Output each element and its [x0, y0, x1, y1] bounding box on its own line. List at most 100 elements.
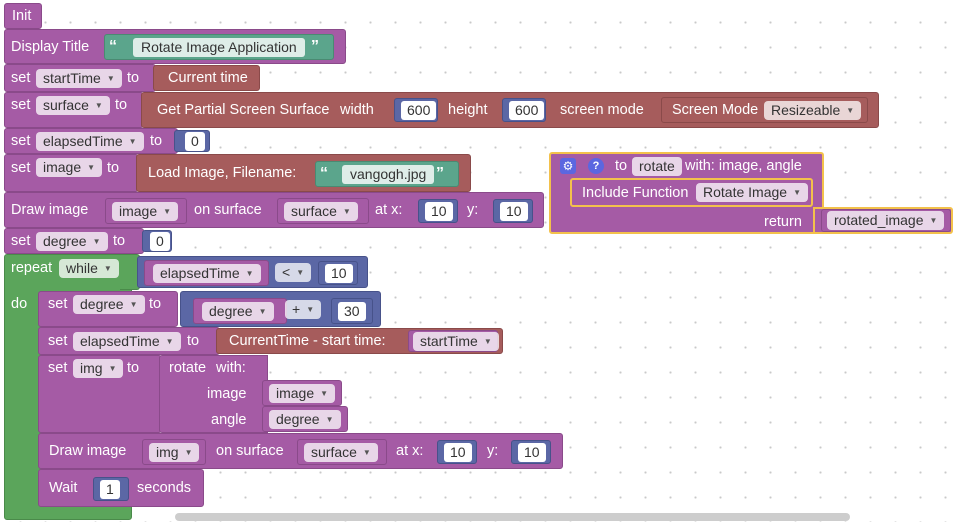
- include-function-block[interactable]: Include Function Rotate Image▼: [570, 178, 813, 207]
- screen-mode-dropdown[interactable]: Resizeable▼: [764, 101, 862, 120]
- image-arg-var-block[interactable]: image▼: [262, 380, 342, 406]
- degree-init-number-block[interactable]: 0: [142, 230, 172, 252]
- current-minus-block[interactable]: CurrentTime - start time: startTime▼: [216, 328, 503, 354]
- do-degree-var-dropdown[interactable]: degree▼: [73, 295, 145, 314]
- set-surface-block[interactable]: set surface▼ to: [4, 92, 144, 128]
- image-var-dropdown[interactable]: image▼: [36, 158, 103, 177]
- chevron-down-icon: ▼: [165, 337, 174, 346]
- degree-var-dropdown[interactable]: degree▼: [36, 232, 108, 251]
- degree-var-text: degree: [43, 233, 87, 249]
- y-number-block[interactable]: 10: [493, 199, 533, 223]
- to-label: to: [127, 360, 140, 376]
- x-number-block[interactable]: 10: [418, 199, 458, 223]
- title-string-block[interactable]: “ Rotate Image Application ”: [104, 34, 334, 60]
- draw-image-var-block[interactable]: image▼: [105, 198, 187, 224]
- load-image-block[interactable]: Load Image, Filename: “ vangogh.jpg ”: [136, 154, 471, 192]
- include-function-dropdown[interactable]: Rotate Image▼: [696, 183, 808, 202]
- surface-var-text: surface: [43, 97, 89, 113]
- rotate-call-block[interactable]: rotate with: image angle: [159, 355, 268, 433]
- do-draw-img-var-block[interactable]: img▼: [142, 439, 206, 465]
- set-image-block[interactable]: set image▼ to: [4, 154, 139, 192]
- wait-block[interactable]: Wait 1 seconds: [38, 469, 204, 507]
- do-y-number-field[interactable]: 10: [518, 443, 546, 462]
- add-left-var-block[interactable]: degree▼: [193, 298, 287, 324]
- chevron-down-icon: ▼: [306, 305, 315, 314]
- width-number-block[interactable]: 600: [394, 98, 438, 122]
- compare-right-number-block[interactable]: 10: [318, 261, 358, 285]
- set-starttime-block[interactable]: set startTime▼ to: [4, 64, 156, 92]
- do-set-degree-block[interactable]: set degree▼ to: [38, 291, 178, 327]
- do-draw-img-dropdown[interactable]: img▼: [149, 443, 200, 462]
- starttime-var-dropdown[interactable]: startTime▼: [36, 69, 122, 88]
- return-var-dropdown[interactable]: rotated_image▼: [827, 211, 945, 230]
- surface-var-dropdown[interactable]: surface▼: [36, 96, 110, 115]
- start-time-var-block[interactable]: startTime▼: [408, 330, 499, 352]
- degree-init-field[interactable]: 0: [150, 232, 170, 251]
- gear-icon[interactable]: ⚙: [560, 158, 576, 174]
- img-var-text: img: [80, 360, 103, 376]
- help-icon[interactable]: ?: [588, 158, 604, 174]
- repeat-mode-dropdown[interactable]: while▼: [59, 259, 119, 278]
- add-op-text: +: [292, 301, 301, 317]
- set-label: set: [11, 133, 31, 149]
- do-x-number-field[interactable]: 10: [444, 443, 472, 462]
- wait-number-field[interactable]: 1: [100, 480, 120, 499]
- do-y-number-block[interactable]: 10: [511, 440, 551, 464]
- angle-arg-text: degree: [276, 411, 320, 427]
- height-number-block[interactable]: 600: [502, 98, 546, 122]
- chevron-down-icon: ▼: [929, 216, 938, 225]
- do-set-elapsed-block[interactable]: set elapsedTime▼ to: [38, 327, 220, 355]
- add-right-number-block[interactable]: 30: [331, 298, 373, 324]
- width-label: width: [340, 102, 374, 118]
- angle-arg-dropdown[interactable]: degree▼: [269, 410, 341, 429]
- elapsedtime-var-dropdown[interactable]: elapsedTime▼: [36, 132, 144, 151]
- compare-block[interactable]: elapsedTime▼ <▼ 10: [137, 256, 368, 288]
- do-set-img-block[interactable]: set img▼ to: [38, 355, 162, 433]
- title-string-field[interactable]: Rotate Image Application: [133, 38, 305, 57]
- return-var-block[interactable]: rotated_image▼: [821, 209, 951, 232]
- draw-image-var-dropdown[interactable]: image▼: [112, 202, 179, 221]
- image-arg-dropdown[interactable]: image▼: [269, 384, 336, 403]
- get-partial-surface-block[interactable]: Get Partial Screen Surface width 600 hei…: [141, 92, 879, 128]
- add-op-dropdown[interactable]: +▼: [285, 300, 322, 319]
- filename-field[interactable]: vangogh.jpg: [342, 165, 435, 184]
- load-image-label: Load Image, Filename:: [148, 165, 297, 181]
- wait-number-block[interactable]: 1: [93, 477, 129, 501]
- compare-op-dropdown[interactable]: <▼: [275, 263, 312, 282]
- init-block[interactable]: Init: [4, 3, 42, 29]
- width-number-field[interactable]: 600: [401, 101, 437, 120]
- height-number-field[interactable]: 600: [509, 101, 545, 120]
- set-degree-block[interactable]: set degree▼ to: [4, 228, 144, 254]
- draw-surface-var-dropdown[interactable]: surface▼: [284, 202, 358, 221]
- y-number-field[interactable]: 10: [500, 202, 528, 221]
- elapsed-init-number-block[interactable]: 0: [174, 130, 210, 152]
- x-number-field[interactable]: 10: [425, 202, 453, 221]
- current-time-block[interactable]: Current time: [153, 65, 260, 91]
- filename-string-block[interactable]: “ vangogh.jpg ”: [315, 161, 459, 187]
- add-left-dropdown[interactable]: degree▼: [202, 302, 274, 321]
- draw-image-block[interactable]: Draw image image▼ on surface surface▼ at…: [4, 192, 544, 228]
- start-time-dropdown[interactable]: startTime▼: [413, 332, 499, 351]
- wait-label: Wait: [49, 480, 78, 496]
- compare-right-field[interactable]: 10: [325, 264, 353, 283]
- horizontal-scrollbar[interactable]: [175, 513, 850, 521]
- add-block[interactable]: degree▼ +▼ 30: [180, 291, 381, 327]
- set-elapsedtime-block[interactable]: set elapsedTime▼ to: [4, 128, 178, 154]
- do-draw-surface-var-block[interactable]: surface▼: [297, 439, 387, 465]
- chevron-down-icon: ▼: [258, 307, 267, 316]
- do-x-number-block[interactable]: 10: [437, 440, 477, 464]
- elapsed-init-field[interactable]: 0: [185, 132, 205, 151]
- function-name-field[interactable]: rotate: [632, 157, 682, 176]
- chevron-down-icon: ▼: [129, 300, 138, 309]
- do-draw-surface-dropdown[interactable]: surface▼: [304, 443, 378, 462]
- screen-mode-block[interactable]: Screen Mode Resizeable▼: [661, 97, 868, 123]
- compare-left-dropdown[interactable]: elapsedTime▼: [153, 264, 261, 283]
- angle-arg-var-block[interactable]: degree▼: [262, 406, 348, 432]
- compare-left-var-block[interactable]: elapsedTime▼: [144, 260, 269, 286]
- img-var-dropdown[interactable]: img▼: [73, 359, 124, 378]
- do-elapsed-var-dropdown[interactable]: elapsedTime▼: [73, 332, 181, 351]
- draw-surface-var-block[interactable]: surface▼: [277, 198, 369, 224]
- do-draw-image-block[interactable]: Draw image img▼ on surface surface▼ at x…: [38, 433, 563, 469]
- chevron-down-icon: ▼: [846, 106, 855, 115]
- add-right-field[interactable]: 30: [338, 302, 366, 321]
